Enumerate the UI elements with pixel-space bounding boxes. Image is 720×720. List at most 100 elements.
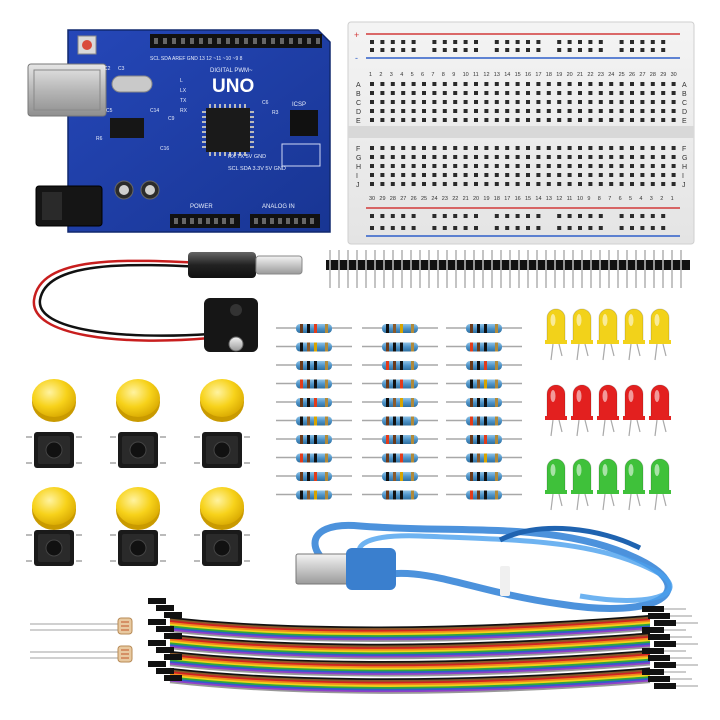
jumper-pin-end [164, 654, 698, 668]
jumper-wire [169, 635, 651, 650]
header-pin-hole [244, 38, 248, 44]
column-number: 26 [411, 196, 417, 202]
jumper-wire [169, 639, 651, 653]
column-number: 4 [639, 196, 642, 202]
jumper-wire [169, 679, 651, 693]
column-number: 12 [483, 72, 489, 78]
header-pin-hole [286, 218, 290, 224]
jumper-wire [169, 620, 651, 634]
jumper-pin-end [148, 598, 686, 612]
column-number: 20 [567, 72, 573, 78]
resistor [446, 398, 522, 407]
column-number: 3 [390, 72, 393, 78]
usb-cable [295, 521, 673, 612]
column-number: 10 [577, 196, 583, 202]
designator-label: C5 [106, 108, 113, 114]
designator-label: C6 [262, 100, 269, 106]
jumper-wire [169, 632, 651, 646]
jumper-wire [169, 672, 651, 686]
column-number: 24 [608, 72, 614, 78]
column-number: 2 [379, 72, 382, 78]
jumper-wire [169, 627, 651, 641]
jumper-pin-end [164, 633, 698, 647]
resistor [276, 398, 352, 407]
column-number: 23 [442, 196, 448, 202]
resistor [362, 342, 438, 352]
column-number: 28 [650, 72, 656, 78]
battery-clip-cable [32, 252, 303, 352]
designator-label: LX [180, 88, 187, 94]
jumper-wire [169, 655, 651, 669]
header-pin-hole [262, 38, 266, 44]
bottom-pin-labels-2: SCL SDA 3.3V 5V GND [228, 166, 286, 172]
column-number: 18 [494, 196, 500, 202]
header-pin-hole [206, 218, 210, 224]
jumper-wire [169, 637, 651, 652]
row-letter: C [682, 100, 687, 107]
led [623, 458, 645, 511]
led [545, 308, 567, 361]
resistor [362, 361, 438, 370]
resistor [276, 324, 352, 333]
usb-connector-boot [346, 548, 396, 590]
column-number: 19 [483, 196, 489, 202]
rail-minus-label: - [355, 53, 358, 63]
column-number: 16 [525, 72, 531, 78]
column-number: 22 [452, 196, 458, 202]
header-pin-hole [280, 38, 284, 44]
arduino-uno-board: UNO DIGITAL PWM~ SCL SDA AREF GND 13 12 … [27, 29, 331, 233]
column-number: 11 [473, 72, 479, 78]
usb-b-connector [295, 553, 349, 585]
column-number: 1 [369, 72, 372, 78]
column-number: 29 [379, 196, 385, 202]
column-number: 24 [431, 196, 437, 202]
header-pin-hole [174, 218, 178, 224]
resistor [446, 361, 522, 370]
column-number: 27 [400, 196, 406, 202]
header-pin-hole [198, 218, 202, 224]
jumper-wire [169, 670, 651, 684]
column-number: 15 [515, 72, 521, 78]
jumper-wire [169, 658, 651, 672]
resistor [446, 342, 522, 352]
jumper-wire [169, 642, 651, 657]
column-number: 7 [431, 72, 434, 78]
led [623, 384, 645, 437]
column-number: 4 [400, 72, 403, 78]
led [649, 308, 671, 361]
led [597, 384, 619, 437]
header-pin-hole [271, 38, 275, 44]
column-number: 19 [556, 72, 562, 78]
column-number: 5 [411, 72, 414, 78]
row-letter: I [682, 173, 684, 180]
jumper-pin-end [148, 661, 686, 675]
tactile-button-set [26, 379, 250, 566]
column-number: 21 [577, 72, 583, 78]
jumper-pin-end [164, 612, 698, 626]
resistor [446, 490, 522, 500]
header-pin-hole [230, 218, 234, 224]
cable-tie [500, 566, 510, 596]
button-cap [116, 379, 160, 422]
column-number: 25 [421, 196, 427, 202]
row-letter: D [356, 109, 361, 116]
header-pin-hole [302, 218, 306, 224]
header-pin-hole [278, 218, 282, 224]
led [597, 308, 619, 361]
row-letter: H [356, 164, 361, 171]
resistor [362, 435, 438, 444]
column-number: 23 [598, 72, 604, 78]
jumper-wire [169, 634, 651, 648]
row-letter: J [356, 182, 360, 189]
tactile-button [26, 432, 82, 468]
row-letter: J [682, 182, 686, 189]
header-pin-hole [181, 38, 185, 44]
jumper-wire [169, 677, 651, 691]
resistor [362, 379, 438, 389]
column-number: 16 [515, 196, 521, 202]
icsp-label: ICSP [292, 102, 306, 108]
jumper-wire [169, 646, 651, 660]
resistor [362, 490, 438, 500]
row-letter: A [356, 82, 361, 89]
row-letter: G [356, 155, 361, 162]
